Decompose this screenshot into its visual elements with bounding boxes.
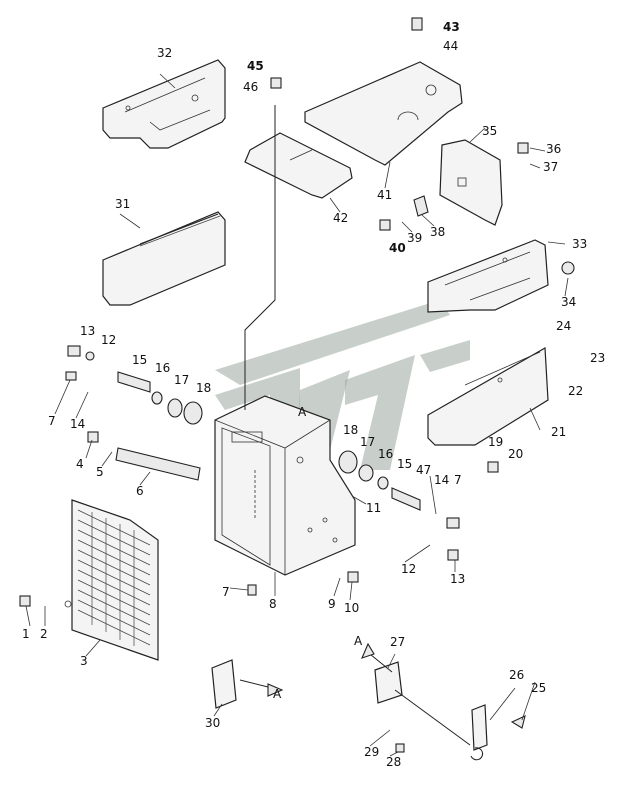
- callout-24: 24: [556, 319, 571, 333]
- right-fittings: [338, 450, 460, 529]
- callout-13-right: 13: [450, 572, 465, 586]
- callout-29: 29: [364, 745, 379, 759]
- callout-12-left: 12: [101, 333, 116, 347]
- callout-44: 44: [443, 39, 458, 53]
- callout-47: 47: [416, 463, 431, 477]
- callout-15-left: 15: [132, 353, 147, 367]
- callout-26: 26: [509, 668, 524, 682]
- callout-16-right: 16: [378, 447, 393, 461]
- callout-38: 38: [430, 225, 445, 239]
- callout-1: 1: [22, 627, 30, 641]
- callout-31: 31: [115, 197, 130, 211]
- callout-17-right: 17: [360, 435, 375, 449]
- callout-22: 22: [568, 384, 583, 398]
- callout-30: 30: [205, 716, 220, 730]
- callout-18-left: 18: [196, 381, 211, 395]
- part-3-grille: [64, 499, 159, 661]
- callout-40: 40: [389, 241, 406, 255]
- callout-4: 4: [76, 457, 84, 471]
- callout-16-left: 16: [155, 361, 170, 375]
- callout-3: 3: [80, 654, 88, 668]
- callout-15-right: 15: [397, 457, 412, 471]
- bolts: [19, 17, 575, 753]
- part-8-frame: [214, 395, 356, 576]
- callout-12-right: 12: [401, 562, 416, 576]
- callout-7-left: 7: [48, 414, 56, 428]
- callout-27: 27: [390, 635, 405, 649]
- part-31-side-cover: [102, 211, 226, 306]
- part-41-hood: [304, 61, 463, 166]
- part-21-side-cover: [427, 346, 549, 446]
- leader-line: [244, 105, 276, 410]
- part-38-plate: [413, 195, 429, 217]
- callout-10: 10: [344, 601, 359, 615]
- callout-39: 39: [407, 231, 422, 245]
- callout-13-left: 13: [80, 324, 95, 338]
- callout-36: 36: [546, 142, 561, 156]
- callout-8: 8: [269, 597, 277, 611]
- callout-35: 35: [482, 124, 497, 138]
- left-fittings: [65, 345, 203, 425]
- callout-21: 21: [551, 425, 566, 439]
- part-6-bar: [115, 447, 201, 481]
- view-marker-a-arrow: A: [273, 687, 282, 701]
- callout-42: 42: [333, 211, 348, 225]
- callout-37: 37: [543, 160, 558, 174]
- callout-6: 6: [136, 484, 144, 498]
- callout-23: 23: [590, 351, 605, 365]
- part-35-bracket: [439, 139, 503, 226]
- part-27-latch: [374, 661, 471, 746]
- callout-28: 28: [386, 755, 401, 769]
- view-marker-a-frame: A: [298, 405, 307, 419]
- view-marker-a-latch: A: [354, 634, 363, 648]
- callout-9: 9: [328, 597, 336, 611]
- callout-11: 11: [366, 501, 381, 515]
- part-33-side-cover: [427, 239, 549, 313]
- part-42-top-cover: [244, 132, 353, 199]
- callout-41: 41: [377, 188, 392, 202]
- callout-18-right: 18: [343, 423, 358, 437]
- callout-7-right: 7: [454, 473, 462, 487]
- callout-33: 33: [572, 237, 587, 251]
- callout-17-left: 17: [174, 373, 189, 387]
- view-arrows: [239, 642, 393, 697]
- callout-5: 5: [96, 465, 104, 479]
- callout-46: 46: [243, 80, 258, 94]
- leader-lines: [25, 73, 569, 757]
- callout-2: 2: [40, 627, 48, 641]
- part-26-handle: [470, 704, 526, 761]
- callout-7-bottom: 7: [222, 585, 230, 599]
- callouts: 1 2 3 4 5 6 7 7 7 8 9 10 11 12 12 13 13 …: [22, 20, 605, 769]
- callout-45: 45: [247, 59, 264, 73]
- callout-14-right: 14: [434, 473, 449, 487]
- part-32-side-cover: [102, 59, 226, 149]
- callout-34: 34: [561, 295, 576, 309]
- callout-14-left: 14: [70, 417, 85, 431]
- callout-19: 19: [488, 435, 503, 449]
- callout-25: 25: [531, 681, 546, 695]
- callout-32: 32: [157, 46, 172, 60]
- part-30-latch: [211, 659, 237, 709]
- callout-20: 20: [508, 447, 523, 461]
- callout-43: 43: [443, 20, 460, 34]
